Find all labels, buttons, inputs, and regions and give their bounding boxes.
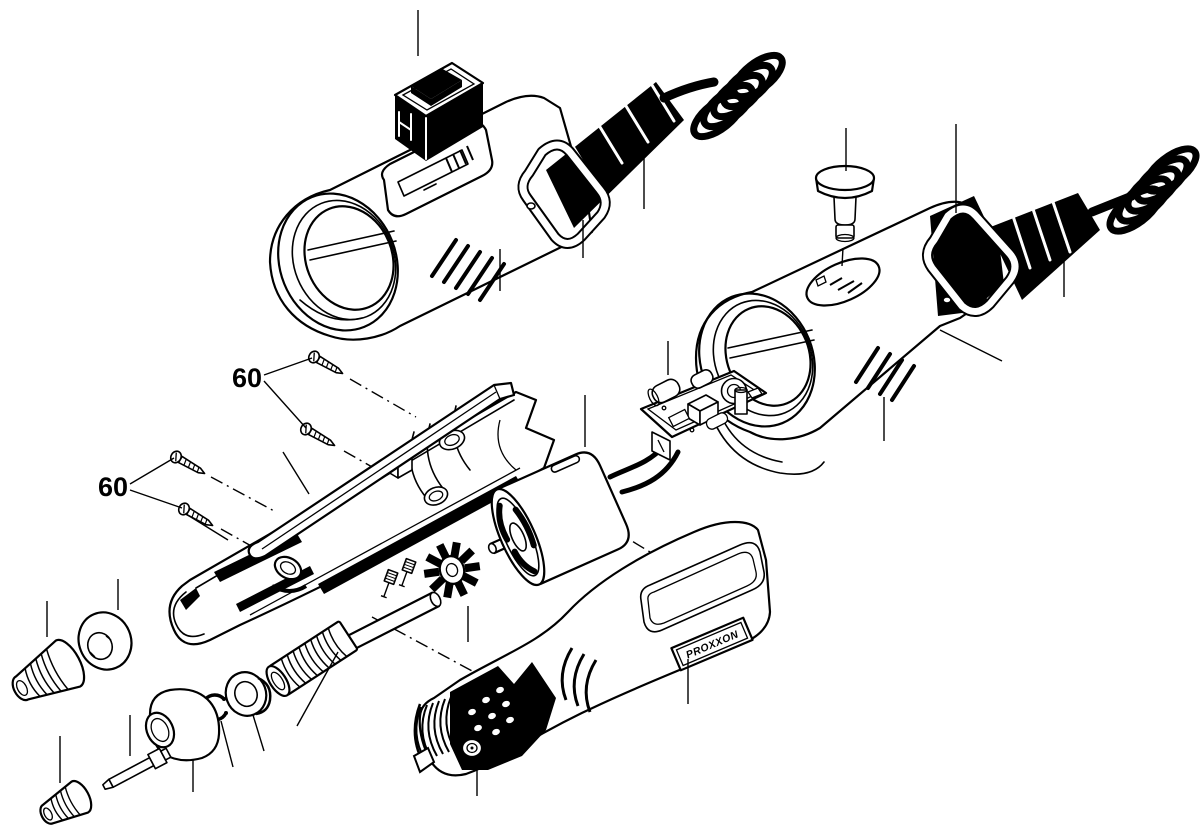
screw — [307, 350, 344, 375]
vent-slots-left — [430, 238, 506, 302]
screw-callout-top: 60 — [232, 363, 262, 393]
grip-sleeve — [450, 662, 556, 770]
cord-strain-relief-left — [546, 82, 684, 228]
screw — [177, 502, 214, 527]
leader-shell — [185, 513, 229, 541]
screw — [299, 422, 336, 447]
leader-circlip — [220, 720, 234, 768]
threaded-nose-collar — [412, 694, 462, 774]
housing-cover-strip — [247, 381, 516, 560]
screw-callout-left: 60 — [98, 472, 128, 502]
threaded-spindle-sleeve — [265, 620, 359, 698]
fan-impeller — [423, 541, 481, 599]
coiled-cord-right — [1106, 145, 1200, 235]
hanger-clip-right — [922, 203, 1021, 317]
screw — [169, 450, 206, 475]
pcb-components — [647, 369, 763, 433]
vent-slots-right — [854, 346, 916, 402]
hanger-clip-left — [517, 139, 611, 249]
speed-control-knob — [814, 164, 876, 243]
leader-bearing — [252, 714, 265, 752]
housing-screws: 60 60 — [98, 350, 344, 527]
on-off-switch-cap — [393, 61, 485, 161]
brush-grub-screws — [380, 557, 417, 599]
leader-lines — [46, 10, 1065, 796]
spacer-ring — [77, 611, 133, 671]
motor — [487, 451, 630, 587]
chuck-cap-nut — [144, 688, 221, 762]
leader-right-clip — [939, 329, 1003, 362]
control-pcb — [639, 369, 768, 461]
arbor-shaft — [102, 747, 172, 791]
rear-housing-assembled-left — [268, 51, 786, 341]
leader-sleeve — [296, 651, 339, 727]
leader-knob-seat — [841, 247, 844, 267]
housing-shell-right-branded: PROXXON — [412, 521, 772, 777]
collet-cone — [39, 780, 93, 825]
leader-cover — [282, 451, 310, 495]
switch-mount-channel — [380, 121, 494, 218]
coiled-cord-left — [690, 51, 786, 141]
bearing-with-clip — [224, 671, 272, 717]
rear-housing-assembled-right — [694, 145, 1200, 475]
front-opening-left — [277, 192, 399, 332]
collet-nut — [11, 638, 86, 702]
cable-left — [659, 77, 719, 103]
spindle-rod — [345, 591, 442, 651]
speed-dial-window — [805, 257, 881, 307]
